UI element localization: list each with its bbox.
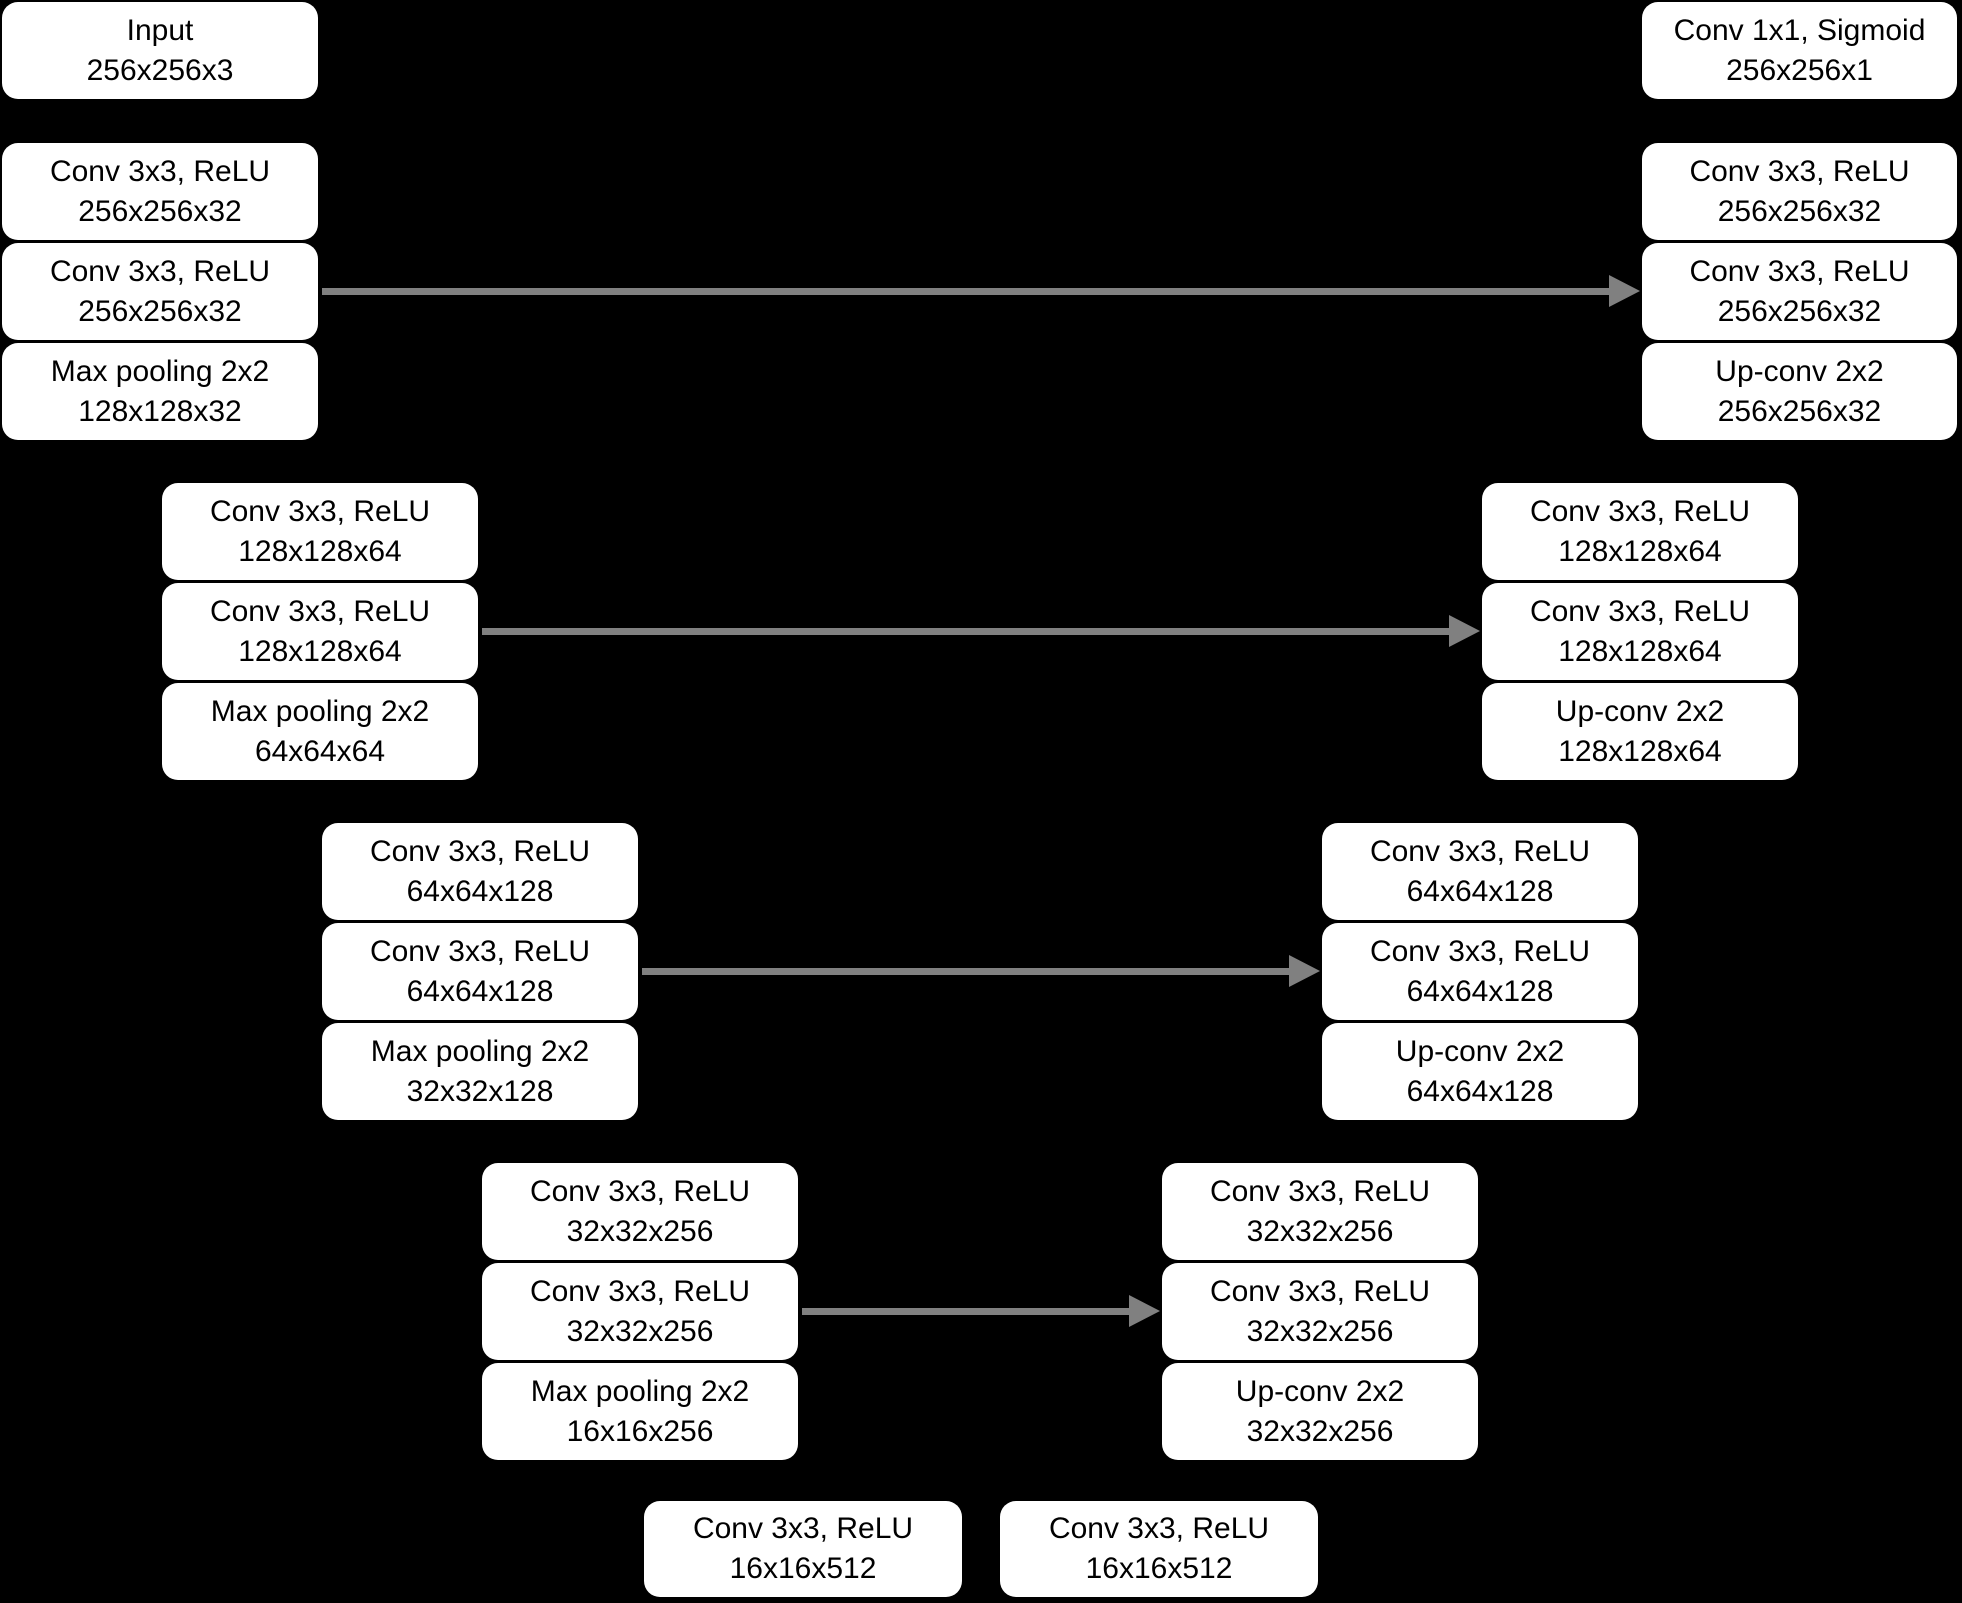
node-label-shape: 32x32x256 <box>1246 1414 1394 1448</box>
node-label-op: Conv 3x3, ReLU <box>369 934 591 968</box>
node-output: Conv 1x1, Sigmoid 256x256x1 <box>1642 2 1957 99</box>
node-label-shape: 32x32x256 <box>1246 1214 1394 1248</box>
node-enc1-maxpool: Max pooling 2x2 128x128x32 <box>2 343 318 440</box>
node-enc3-conv1: Conv 3x3, ReLU 64x64x128 <box>322 823 638 920</box>
node-label-op: Conv 3x3, ReLU <box>1529 494 1751 528</box>
node-enc4-conv1: Conv 3x3, ReLU 32x32x256 <box>482 1163 798 1260</box>
node-label-shape: 256x256x32 <box>78 194 242 228</box>
node-label-shape: 32x32x256 <box>566 1214 714 1248</box>
node-dec2-conv2: Conv 3x3, ReLU 128x128x64 <box>1482 583 1798 680</box>
node-label-shape: 128x128x64 <box>1558 534 1722 568</box>
node-label-shape: 16x16x512 <box>729 1552 877 1585</box>
node-dec3-conv1: Conv 3x3, ReLU 64x64x128 <box>1322 823 1638 920</box>
node-label-op: Max pooling 2x2 <box>50 354 270 388</box>
arrow-head-icon <box>1449 615 1480 647</box>
node-enc3-maxpool: Max pooling 2x2 32x32x128 <box>322 1023 638 1120</box>
arrow-shaft <box>642 968 1292 975</box>
node-dec2-upconv: Up-conv 2x2 128x128x64 <box>1482 683 1798 780</box>
node-label-op: Conv 3x3, ReLU <box>369 834 591 868</box>
node-dec3-conv2: Conv 3x3, ReLU 64x64x128 <box>1322 923 1638 1020</box>
node-input: Input 256x256x3 <box>2 2 318 99</box>
skip-connection-2-arrow <box>482 614 1480 648</box>
node-label-shape: 16x16x512 <box>1085 1552 1233 1585</box>
node-enc4-conv2: Conv 3x3, ReLU 32x32x256 <box>482 1263 798 1360</box>
node-dec4-conv2: Conv 3x3, ReLU 32x32x256 <box>1162 1263 1478 1360</box>
node-label-op: Conv 3x3, ReLU <box>1209 1174 1431 1208</box>
node-label-shape: 256x256x32 <box>1717 294 1882 328</box>
node-label-op: Up-conv 2x2 <box>1235 1374 1405 1408</box>
node-enc3-conv2: Conv 3x3, ReLU 64x64x128 <box>322 923 638 1020</box>
node-label-shape: 128x128x64 <box>1558 734 1722 768</box>
node-label-shape: 64x64x128 <box>1406 1074 1554 1108</box>
skip-connection-4-arrow <box>802 1294 1160 1328</box>
node-label-shape: 32x32x256 <box>1246 1314 1394 1348</box>
node-label-op: Up-conv 2x2 <box>1555 694 1725 728</box>
node-dec4-conv1: Conv 3x3, ReLU 32x32x256 <box>1162 1163 1478 1260</box>
node-label-shape: 32x32x128 <box>406 1074 554 1108</box>
node-label-shape: 256x256x3 <box>86 53 234 87</box>
node-label-op: Up-conv 2x2 <box>1395 1034 1565 1068</box>
node-label-shape: 64x64x128 <box>406 874 554 908</box>
node-label-shape: 16x16x256 <box>566 1414 714 1448</box>
node-dec4-upconv: Up-conv 2x2 32x32x256 <box>1162 1363 1478 1460</box>
node-dec1-upconv: Up-conv 2x2 256x256x32 <box>1642 343 1957 440</box>
node-enc2-conv1: Conv 3x3, ReLU 128x128x64 <box>162 483 478 580</box>
node-label-op: Conv 3x3, ReLU <box>1689 254 1910 288</box>
node-label-op: Conv 3x3, ReLU <box>209 594 431 628</box>
node-label-op: Conv 3x3, ReLU <box>1369 934 1591 968</box>
node-label-op: Conv 3x3, ReLU <box>529 1274 751 1308</box>
node-bottleneck-conv2: Conv 3x3, ReLU 16x16x512 <box>1000 1501 1318 1597</box>
node-label-op: Conv 3x3, ReLU <box>692 1512 914 1545</box>
node-enc4-maxpool: Max pooling 2x2 16x16x256 <box>482 1363 798 1460</box>
node-label-op: Up-conv 2x2 <box>1715 354 1884 388</box>
node-bottleneck-conv1: Conv 3x3, ReLU 16x16x512 <box>644 1501 962 1597</box>
node-label-shape: 256x256x32 <box>1717 394 1882 428</box>
node-label-op: Input <box>126 13 194 47</box>
arrow-head-icon <box>1289 955 1320 987</box>
node-label-shape: 256x256x1 <box>1726 53 1873 87</box>
node-label-shape: 256x256x32 <box>1717 194 1882 228</box>
node-label-op: Conv 3x3, ReLU <box>1369 834 1591 868</box>
node-label-op: Conv 3x3, ReLU <box>1529 594 1751 628</box>
node-enc2-maxpool: Max pooling 2x2 64x64x64 <box>162 683 478 780</box>
skip-connection-1-arrow <box>322 274 1640 308</box>
node-label-op: Conv 3x3, ReLU <box>49 254 271 288</box>
node-label-shape: 64x64x128 <box>1406 874 1554 908</box>
node-label-op: Conv 3x3, ReLU <box>1689 154 1910 188</box>
arrow-head-icon <box>1129 1295 1160 1327</box>
arrow-head-icon <box>1609 275 1640 307</box>
node-label-op: Conv 3x3, ReLU <box>529 1174 751 1208</box>
node-enc1-conv1: Conv 3x3, ReLU 256x256x32 <box>2 143 318 240</box>
arrow-shaft <box>802 1308 1132 1315</box>
arrow-shaft <box>482 628 1452 635</box>
node-label-op: Max pooling 2x2 <box>530 1374 750 1408</box>
skip-connection-3-arrow <box>642 954 1320 988</box>
node-label-shape: 128x128x64 <box>238 634 402 668</box>
node-dec3-upconv: Up-conv 2x2 64x64x128 <box>1322 1023 1638 1120</box>
node-label-op: Conv 1x1, Sigmoid <box>1673 13 1926 47</box>
node-label-shape: 128x128x32 <box>78 394 242 428</box>
node-label-shape: 256x256x32 <box>78 294 242 328</box>
node-dec1-conv1: Conv 3x3, ReLU 256x256x32 <box>1642 143 1957 240</box>
node-label-shape: 32x32x256 <box>566 1314 714 1348</box>
node-dec1-conv2: Conv 3x3, ReLU 256x256x32 <box>1642 243 1957 340</box>
node-label-op: Conv 3x3, ReLU <box>1048 1512 1270 1545</box>
node-enc2-conv2: Conv 3x3, ReLU 128x128x64 <box>162 583 478 680</box>
node-label-shape: 64x64x64 <box>254 734 386 768</box>
node-label-op: Conv 3x3, ReLU <box>49 154 271 188</box>
node-enc1-conv2: Conv 3x3, ReLU 256x256x32 <box>2 243 318 340</box>
node-label-shape: 128x128x64 <box>1558 634 1722 668</box>
node-label-shape: 128x128x64 <box>238 534 402 568</box>
node-label-shape: 64x64x128 <box>1406 974 1554 1008</box>
node-label-op: Conv 3x3, ReLU <box>1209 1274 1431 1308</box>
node-dec2-conv1: Conv 3x3, ReLU 128x128x64 <box>1482 483 1798 580</box>
arrow-shaft <box>322 288 1612 295</box>
node-label-shape: 64x64x128 <box>406 974 554 1008</box>
node-label-op: Max pooling 2x2 <box>210 694 430 728</box>
node-label-op: Max pooling 2x2 <box>370 1034 590 1068</box>
node-label-op: Conv 3x3, ReLU <box>209 494 431 528</box>
